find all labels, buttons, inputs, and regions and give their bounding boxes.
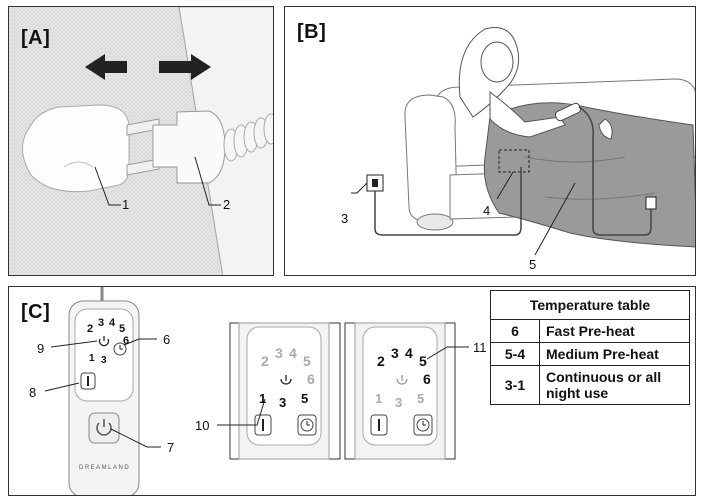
setting-cell: 6 <box>490 319 540 343</box>
brand-logo: DREAMLAND <box>79 465 131 471</box>
zoom1-digit-6: 6 <box>307 371 315 387</box>
digit-3: 3 <box>98 317 105 329</box>
panel-c-label: [C] <box>21 301 51 323</box>
zoom1-digit-2: 2 <box>261 353 269 369</box>
callout-10: 10 <box>195 418 210 433</box>
digit-2: 2 <box>87 323 94 335</box>
connector-illustration <box>9 7 273 275</box>
power-indicator-icon <box>280 375 292 385</box>
panel-a: [A] 1 2 <box>8 6 274 276</box>
description-cell: Fast Pre-heat <box>539 319 690 343</box>
callout-4: 4 <box>483 203 491 218</box>
zoom1-digit-4: 4 <box>289 345 297 361</box>
panel-b: [B] 3 4 5 <box>284 6 696 276</box>
callout-2: 2 <box>223 197 231 212</box>
zoom2-digit-1: 1 <box>375 391 383 406</box>
digit-5: 5 <box>119 323 126 335</box>
power-indicator-icon <box>396 375 408 385</box>
digit-6: 6 <box>123 335 130 347</box>
digit-3: 3 <box>101 355 107 366</box>
blanket-usage-illustration <box>351 27 695 256</box>
temperature-table: Temperature table 6 Fast Pre-heat 5-4 Me… <box>490 290 690 405</box>
panel-a-label: [A] <box>21 27 51 49</box>
power-indicator-icon <box>98 336 110 347</box>
zoom2-digit-5: 5 <box>419 353 427 369</box>
timer-icon <box>413 414 433 436</box>
table-row: 6 Fast Pre-heat <box>490 319 690 343</box>
zoom1-digit-3: 3 <box>275 345 283 361</box>
zoom2-digit-2: 2 <box>377 353 385 369</box>
callout-1: 1 <box>122 197 130 212</box>
callout-11: 11 <box>473 340 487 355</box>
thermometer-icon <box>370 414 388 436</box>
setting-cell: 5-4 <box>490 342 540 366</box>
panel-b-label: [B] <box>297 21 327 43</box>
zoom1-digit-5b: 5 <box>301 391 309 406</box>
timer-icon <box>297 414 317 436</box>
callout-6: 6 <box>163 332 171 347</box>
zoom1-digit-3b: 3 <box>279 395 287 410</box>
callout-5: 5 <box>529 257 537 272</box>
description-cell: Continuous or all night use <box>539 365 690 405</box>
zoom1-digit-5: 5 <box>303 353 311 369</box>
table-row: 5-4 Medium Pre-heat <box>490 342 690 366</box>
zoom2-digit-3b: 3 <box>395 395 403 410</box>
callout-8: 8 <box>29 385 37 400</box>
digit-1: 1 <box>89 353 95 364</box>
power-icon <box>96 419 112 436</box>
timer-icon <box>113 342 127 356</box>
setting-cell: 3-1 <box>490 365 540 405</box>
zoom1-digit-1: 1 <box>259 391 267 406</box>
table-row: 3-1 Continuous or all night use <box>490 365 690 405</box>
digit-4: 4 <box>109 317 116 329</box>
callout-9: 9 <box>37 341 45 356</box>
callout-7: 7 <box>167 440 175 455</box>
callout-3: 3 <box>341 211 349 226</box>
zoom2-digit-5b: 5 <box>417 391 425 406</box>
zoom2-digit-4: 4 <box>405 345 413 361</box>
zoom2-digit-3: 3 <box>391 345 399 361</box>
description-cell: Medium Pre-heat <box>539 342 690 366</box>
controller-illustration <box>44 287 469 495</box>
zoom2-digit-6: 6 <box>423 371 431 387</box>
thermometer-icon <box>80 372 96 390</box>
table-header: Temperature table <box>490 290 690 320</box>
double-arrow-icon <box>85 54 211 80</box>
